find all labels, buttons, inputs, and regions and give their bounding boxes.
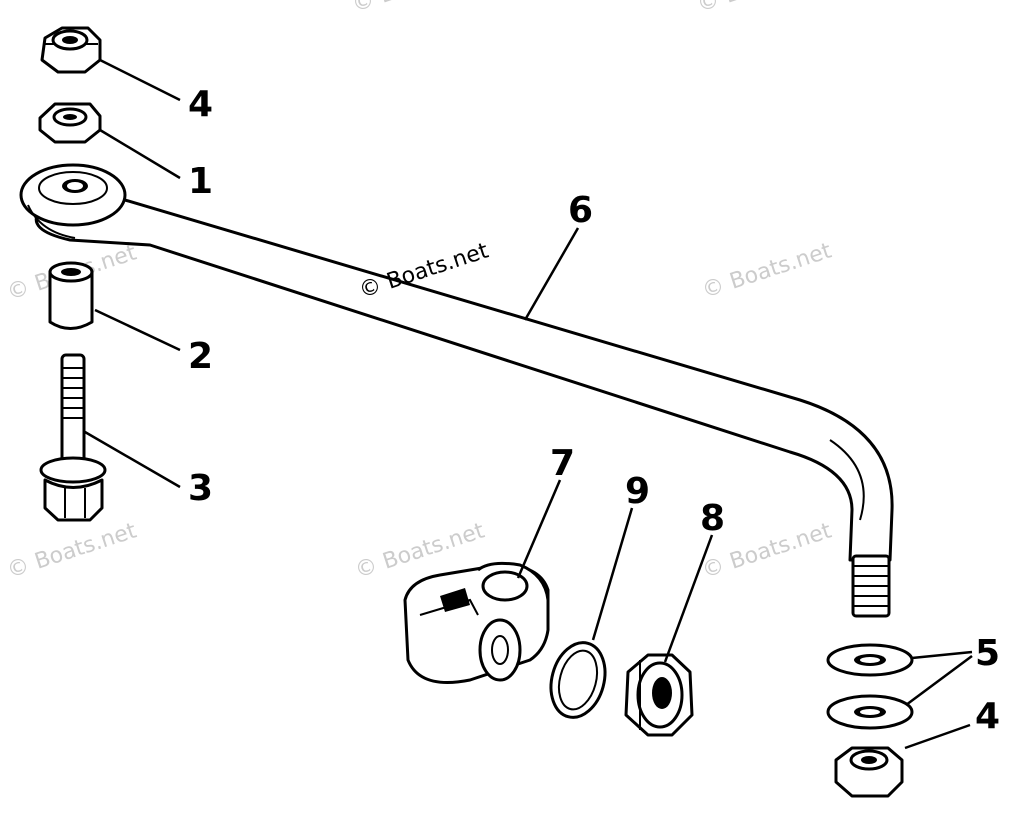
leader-5b	[905, 654, 973, 707]
callout-8: 8	[700, 498, 725, 539]
locknut-bottom	[834, 746, 904, 798]
hex-nut	[38, 102, 102, 144]
washer-upper	[826, 643, 914, 677]
washer-lower	[826, 694, 914, 730]
leader-7	[516, 479, 562, 579]
leader-1	[99, 128, 181, 180]
callout-4-bottom: 4	[975, 696, 1000, 737]
leader-lines	[84, 58, 973, 750]
locknut-side	[624, 653, 694, 737]
leader-3	[84, 430, 181, 489]
leader-6	[523, 227, 580, 321]
locknut-top	[40, 26, 102, 74]
leader-8	[663, 534, 714, 663]
watermark-top-right: © Boats.net	[694, 0, 830, 18]
leader-2	[94, 308, 181, 352]
callout-7: 7	[550, 443, 575, 484]
spacer-sleeve	[48, 261, 94, 330]
flat-washer	[549, 641, 607, 719]
clevis-block	[403, 561, 550, 684]
leader-5a	[911, 650, 973, 660]
callout-5: 5	[975, 633, 1000, 674]
leader-4-bottom	[904, 723, 971, 750]
callout-4-top: 4	[188, 84, 213, 125]
callout-2: 2	[188, 336, 213, 377]
callout-labels: 4 1 2 3 6 7 9 8 5 4	[188, 84, 1000, 737]
watermark-right: © Boats.net	[699, 238, 835, 303]
callout-9: 9	[625, 471, 650, 512]
watermark-top-center: © Boats.net	[349, 0, 485, 18]
watermark-bottom-left: © Boats.net	[4, 518, 140, 583]
link-rod	[19, 163, 894, 618]
callout-1: 1	[188, 161, 213, 202]
leader-9	[591, 507, 634, 641]
leader-4-top	[99, 58, 181, 102]
bolt	[39, 353, 107, 522]
callout-6: 6	[568, 190, 593, 231]
callout-3: 3	[188, 468, 213, 509]
